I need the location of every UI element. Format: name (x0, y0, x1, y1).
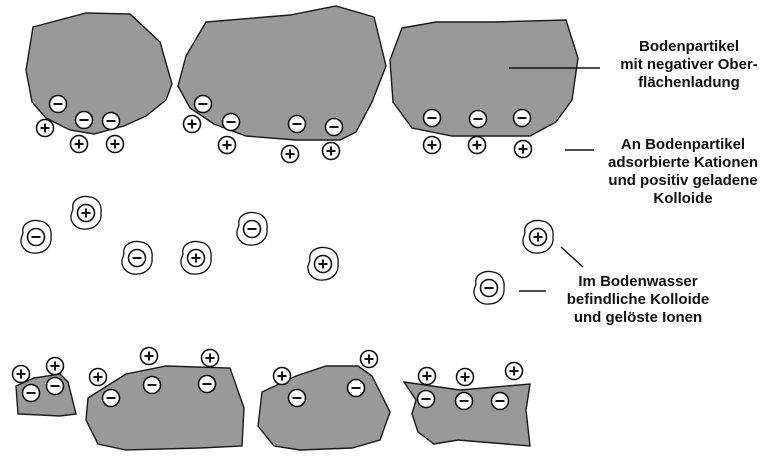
adsorbed-cation (419, 368, 436, 385)
negative-charge (424, 110, 441, 127)
negative-charge (103, 113, 120, 130)
adsorbed-cation (141, 348, 158, 365)
negative-charge (76, 112, 93, 129)
label-line: Bodenpartikel (600, 38, 778, 56)
colloid-negative (122, 242, 152, 275)
adsorbed-cation (71, 136, 88, 153)
adsorbed-cation (469, 137, 486, 154)
negative-charge (47, 378, 64, 395)
negative-charge (326, 119, 343, 136)
adsorbed-cation (47, 358, 64, 375)
negative-charge (456, 393, 473, 410)
adsorbed-cation (323, 143, 340, 160)
negative-charge (103, 390, 120, 407)
adsorbed-cation (202, 350, 219, 367)
adsorbed-cations-bottom (13, 348, 523, 386)
colloid-positive (523, 221, 553, 254)
negative-charge (492, 393, 509, 410)
soil-water-colloids (21, 197, 553, 305)
adsorbed-cation (282, 146, 299, 163)
label-negative-surface-charge: Bodenpartikel mit negativer Ober- fläche… (600, 38, 778, 92)
adsorbed-cation (90, 369, 107, 386)
negative-charge (418, 391, 435, 408)
label-soil-water-colloids: Im Bodenwasser befindliche Kolloide und … (548, 273, 728, 327)
colloid-positive (181, 242, 211, 275)
negative-charge (289, 390, 306, 407)
label-line: und positiv geladene (588, 172, 778, 190)
colloid-negative (21, 221, 51, 254)
negative-charge (223, 114, 240, 131)
negative-charge (195, 96, 212, 113)
label-line: An Bodenpartikel (588, 136, 778, 154)
negative-charge (199, 376, 216, 393)
colloid-negative (237, 213, 267, 246)
label-line: befindliche Kolloide (548, 291, 728, 309)
adsorbed-cation (219, 137, 236, 154)
bottom-particle-2 (86, 366, 244, 450)
label-line: und gelöste Ionen (548, 309, 728, 327)
label-line: Im Bodenwasser (548, 273, 728, 291)
adsorbed-cation (506, 363, 523, 380)
colloid-positive (71, 197, 101, 230)
adsorbed-cation (457, 369, 474, 386)
top-particle-1 (26, 13, 172, 134)
negative-charge (348, 380, 365, 397)
negative-charge (514, 110, 531, 127)
adsorbed-cation (361, 351, 378, 368)
adsorbed-cation (107, 136, 124, 153)
label-adsorbed-cations: An Bodenpartikel adsorbierte Kationen un… (588, 136, 778, 208)
colloid-positive (308, 248, 338, 281)
adsorbed-cation (424, 137, 441, 154)
label-line: Kolloide (588, 190, 778, 208)
adsorbed-cation (515, 141, 532, 158)
label-line: mit negativer Ober- (600, 56, 778, 74)
negative-charge (470, 111, 487, 128)
leader-line-soilwater-upper (561, 247, 583, 267)
colloid-negative (474, 272, 504, 305)
top-particle-2 (178, 6, 386, 140)
adsorbed-cation (184, 116, 201, 133)
negative-charge (23, 385, 40, 402)
negative-charge (144, 377, 161, 394)
label-line: flächenladung (600, 74, 778, 92)
adsorbed-cation (37, 120, 54, 137)
label-line: adsorbierte Kationen (588, 154, 778, 172)
negative-charge (50, 96, 67, 113)
adsorbed-cation (13, 366, 30, 383)
adsorbed-cation (274, 368, 291, 385)
negative-charge (289, 116, 306, 133)
